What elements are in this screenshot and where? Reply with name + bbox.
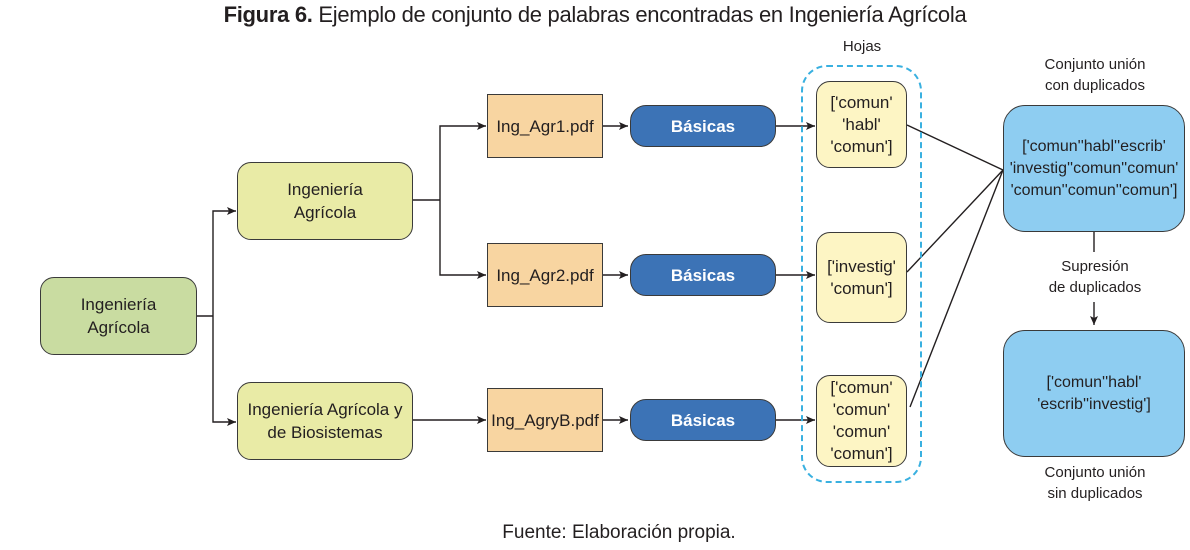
edge-root-to-program-2 bbox=[212, 316, 236, 426]
union-without-duplicates-label: Conjunto unión sin duplicados bbox=[1010, 462, 1180, 504]
union-with-duplicates-node[interactable]: ['comun''habl''escrib' 'investig''comun'… bbox=[1003, 105, 1185, 232]
label-line: Supresión bbox=[1061, 258, 1129, 275]
basicas-node-3[interactable]: Básicas bbox=[630, 399, 776, 441]
suppression-label: Supresión de duplicados bbox=[1020, 256, 1170, 298]
program-label-2: Ingeniería Agrícola y de Biosistemas bbox=[247, 400, 403, 442]
pdf-label-1: Ing_Agr1.pdf bbox=[496, 116, 594, 136]
union-with-duplicates-label: Conjunto unión con duplicados bbox=[1010, 54, 1180, 96]
union-without-duplicates-words: ['comun''habl' 'escrib''investig'] bbox=[1037, 372, 1151, 416]
pdf-node-2[interactable]: Ing_Agr2.pdf bbox=[487, 243, 603, 307]
program-node-1[interactable]: Ingeniería Agrícola bbox=[237, 162, 413, 240]
pdf-label-3: Ing_AgryB.pdf bbox=[491, 410, 599, 430]
union-line: ['comun''habl''escrib' bbox=[1022, 137, 1166, 155]
label-line: sin duplicados bbox=[1047, 485, 1143, 502]
pdf-node-3[interactable]: Ing_AgryB.pdf bbox=[487, 388, 603, 452]
basicas-label-2: Básicas bbox=[670, 265, 736, 285]
leaf-word: 'habl' bbox=[842, 114, 881, 134]
leaf-word: 'comun' bbox=[832, 400, 891, 419]
union-line: 'investig''comun''comun' bbox=[1009, 159, 1179, 177]
figure-source: Fuente: Elaboración propia. bbox=[502, 522, 736, 543]
basicas-node-2[interactable]: Básicas bbox=[630, 254, 776, 296]
figure-number: Figura 6. bbox=[223, 2, 313, 27]
union-with-duplicates-words: ['comun''habl''escrib' 'investig''comun'… bbox=[1010, 136, 1179, 202]
leaf-word: ['comun' bbox=[830, 378, 893, 397]
program-node-2[interactable]: Ingeniería Agrícola y de Biosistemas bbox=[237, 382, 413, 460]
basicas-label-3: Básicas bbox=[670, 410, 736, 430]
leaf-node-2[interactable]: ['investig' 'comun'] bbox=[816, 232, 907, 323]
leaf-words-1: ['comun' 'habl' 'comun'] bbox=[830, 92, 892, 158]
figure-caption: Ejemplo de conjunto de palabras encontra… bbox=[312, 2, 967, 27]
basicas-node-1[interactable]: Básicas bbox=[630, 105, 776, 147]
leaf-words-3: ['comun' 'comun' 'comun' 'comun'] bbox=[830, 377, 892, 465]
edge-program1-to-pdf2 bbox=[439, 200, 486, 279]
leaf-node-3[interactable]: ['comun' 'comun' 'comun' 'comun'] bbox=[816, 375, 907, 467]
edge-program1-to-pdf1 bbox=[439, 122, 486, 200]
leaf-word: ['comun' bbox=[830, 92, 893, 112]
leaf-word: ['investig' bbox=[827, 256, 896, 276]
root-node[interactable]: Ingeniería Agrícola bbox=[40, 277, 197, 355]
leaf-word: 'comun'] bbox=[830, 136, 893, 156]
program-label-1: Ingeniería Agrícola bbox=[287, 180, 363, 222]
union-line: 'comun''comun''comun'] bbox=[1010, 181, 1178, 199]
leaf-words-2: ['investig' 'comun'] bbox=[827, 256, 896, 300]
union-without-duplicates-node[interactable]: ['comun''habl' 'escrib''investig'] bbox=[1003, 330, 1185, 457]
leaf-node-1[interactable]: ['comun' 'habl' 'comun'] bbox=[816, 81, 907, 168]
edge-leaf2-to-union bbox=[906, 169, 1004, 273]
leaf-word: 'comun'] bbox=[830, 444, 893, 463]
edge-leaf3-to-union bbox=[909, 169, 1004, 408]
leaves-group-frame bbox=[801, 65, 922, 483]
leaves-group-label: Hojas bbox=[842, 38, 882, 55]
edge-root-to-program-1 bbox=[212, 207, 236, 316]
leaf-word: 'comun' bbox=[832, 422, 891, 441]
edge-leaf1-to-union bbox=[906, 124, 1004, 171]
union-line: ['comun''habl' bbox=[1046, 373, 1142, 391]
pdf-node-1[interactable]: Ing_Agr1.pdf bbox=[487, 94, 603, 158]
figure-title: Figura 6. Ejemplo de conjunto de palabra… bbox=[0, 2, 1190, 28]
leaf-word: 'comun'] bbox=[830, 278, 893, 298]
basicas-label-1: Básicas bbox=[670, 116, 736, 136]
root-label: Ingeniería Agrícola bbox=[80, 295, 157, 337]
pdf-label-2: Ing_Agr2.pdf bbox=[496, 265, 594, 285]
label-line: de duplicados bbox=[1048, 279, 1142, 296]
union-line: 'escrib''investig'] bbox=[1037, 395, 1151, 413]
label-line: con duplicados bbox=[1044, 77, 1146, 94]
label-line: Conjunto unión bbox=[1044, 464, 1146, 481]
label-line: Conjunto unión bbox=[1044, 56, 1146, 73]
